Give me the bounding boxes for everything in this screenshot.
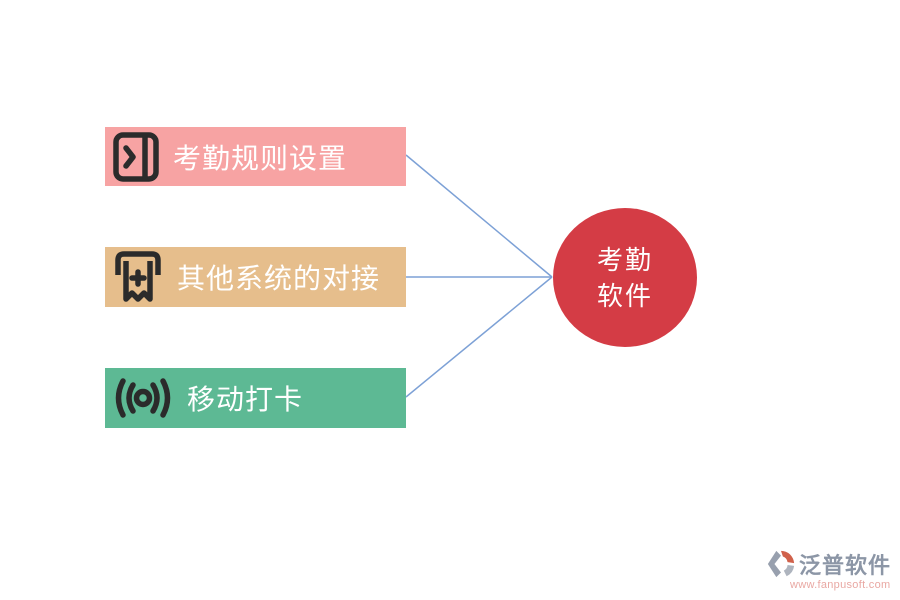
node-attendance-rules: 考勤规则设置 [105, 127, 406, 186]
center-node-label-line1: 考勤 [596, 244, 653, 275]
fanpu-logo-icon [767, 550, 795, 578]
connector-line-mobile [405, 276, 553, 398]
wireless-signal-icon [115, 378, 171, 418]
node-other-systems: 其他系统的对接 [105, 247, 406, 307]
node-label-mobile-checkin: 移动打卡 [187, 384, 304, 415]
watermark: 泛普软件 www.fanpusoft.com [766, 548, 896, 591]
door-enter-icon [113, 131, 159, 182]
watermark-row: 泛普软件 [766, 548, 896, 580]
node-mobile-checkin: 移动打卡 [105, 368, 406, 428]
receipt-printer-icon [115, 250, 161, 302]
center-node-attendance-software: 考勤 软件 [553, 208, 697, 347]
connector-line-rules [405, 154, 553, 278]
node-label-attendance-rules: 考勤规则设置 [173, 142, 348, 174]
watermark-brand: 泛普软件 [799, 553, 892, 578]
center-node-label-line2: 软件 [596, 280, 653, 311]
node-label-other-systems: 其他系统的对接 [177, 263, 381, 294]
watermark-url: www.fanpusoft.com [790, 579, 891, 591]
